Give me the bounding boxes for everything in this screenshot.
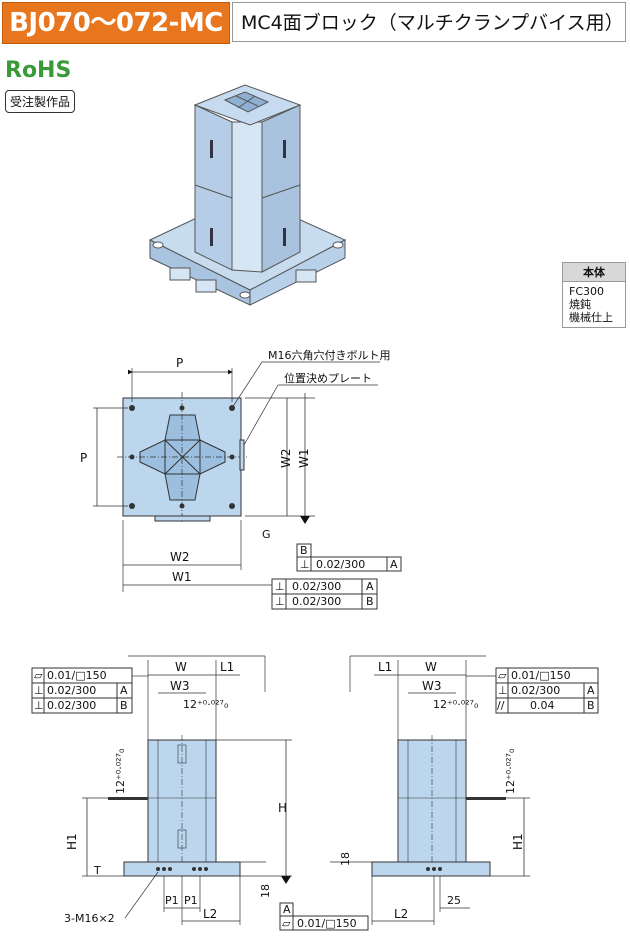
material-line: 機械仕上 <box>569 311 613 324</box>
made-to-order-badge: 受注製作品 <box>5 90 76 113</box>
dim-p1-b: P1 <box>184 894 198 907</box>
dim-slot-side: 12⁺⁰·⁰²⁷₀ <box>114 748 127 794</box>
header-bar: BJ070～072-MC MC4面ブロック（マルチクランプバイス用） <box>0 0 630 46</box>
dim-p-left: P <box>80 451 87 465</box>
dim-w2-horizontal: W2 <box>170 550 190 564</box>
dim-p1-a: P1 <box>165 894 179 907</box>
tol-value: 0.01/□150 <box>47 669 107 682</box>
tol-symbol: ⊥ <box>34 699 44 712</box>
perp-ref: A <box>366 580 374 593</box>
flat-value: 0.01/□150 <box>297 917 357 930</box>
material-body: FC300 焼鈍 機械仕上 <box>563 282 625 327</box>
dim-w3: W3 <box>170 679 190 693</box>
perp-symbol: ⊥ <box>300 558 310 571</box>
g-label: G <box>262 528 271 541</box>
product-code: BJ070～072-MC <box>2 2 230 44</box>
perp-symbol: ⊥ <box>275 580 285 593</box>
material-line: 焼鈍 <box>569 298 591 311</box>
dim-w1-vertical: W1 <box>297 449 311 469</box>
tol-symbol: ▱ <box>34 669 43 682</box>
perp-value: 0.02/300 <box>316 558 365 571</box>
product-title: MC4面ブロック（マルチクランプバイス用） <box>232 2 626 42</box>
dim-18-side: 18 <box>339 852 352 866</box>
dim-l1: L1 <box>220 660 234 674</box>
dim-t: T <box>93 864 101 877</box>
tol-ref: A <box>587 684 595 697</box>
tol-value: 0.02/300 <box>47 684 96 697</box>
perp-value: 0.02/300 <box>292 595 341 608</box>
side-view: ▱ 0.01/□150 ⊥ 0.02/300 A // 0.04 B W L1 … <box>330 655 599 925</box>
material-line: FC300 <box>569 285 605 298</box>
dim-slot-top: 12⁺⁰·⁰²⁷₀ <box>183 698 229 711</box>
plate-note: 位置決めプレート <box>284 371 372 385</box>
perp-ref: A <box>390 558 398 571</box>
dim-25: 25 <box>447 894 461 907</box>
dim-slot-top: 12⁺⁰·⁰²⁷₀ <box>433 698 479 711</box>
dim-w1-horizontal: W1 <box>172 570 192 584</box>
dim-l1: L1 <box>378 660 392 674</box>
tol-symbol: ⊥ <box>498 684 508 697</box>
perp-ref: B <box>366 595 374 608</box>
bolt-note: M16六角穴付きボルト用 <box>268 348 391 362</box>
tol-symbol: ⊥ <box>34 684 44 697</box>
dim-18-front: 18 <box>259 884 272 898</box>
tol-value: 0.04 <box>530 699 555 712</box>
dim-w3: W3 <box>422 679 442 693</box>
dim-l2-side: L2 <box>394 907 408 921</box>
tol-value: 0.02/300 <box>47 699 96 712</box>
front-view: ▱ 0.01/□150 ⊥ 0.02/300 A ⊥ 0.02/300 B W … <box>31 655 369 931</box>
dim-w: W <box>175 660 187 674</box>
flat-symbol: ▱ <box>282 917 291 930</box>
dim-p-top: P <box>176 356 183 370</box>
tol-symbol: // <box>497 699 505 712</box>
tol-ref: B <box>587 699 595 712</box>
perp-symbol: ⊥ <box>275 595 285 608</box>
dim-l2-front: L2 <box>203 907 217 921</box>
datum-b-top: B <box>300 544 308 557</box>
dim-h1: H1 <box>65 833 79 850</box>
tol-symbol: ▱ <box>498 669 507 682</box>
datum-a: A <box>283 903 291 916</box>
isometric-illustration <box>148 84 347 306</box>
tol-value: 0.02/300 <box>511 684 560 697</box>
dim-slot-side: 12⁺⁰·⁰²⁷₀ <box>504 748 517 794</box>
rohs-logo: RoHS <box>5 58 72 83</box>
perp-value: 0.02/300 <box>292 580 341 593</box>
tol-ref: A <box>120 684 128 697</box>
top-view: P P W2 W1 W2 W1 M16六角穴付きボルト用 位置決めプレート G … <box>80 348 402 610</box>
dim-w: W <box>425 660 437 674</box>
tol-value: 0.01/□150 <box>511 669 571 682</box>
dim-w2-vertical: W2 <box>279 449 293 469</box>
material-heading: 本体 <box>563 263 625 282</box>
dim-h1: H1 <box>511 833 525 850</box>
thread-note: 3-M16×2 <box>64 912 115 925</box>
material-table: 本体 FC300 焼鈍 機械仕上 <box>562 262 626 328</box>
tol-ref: B <box>120 699 128 712</box>
dim-h: H <box>278 801 287 815</box>
